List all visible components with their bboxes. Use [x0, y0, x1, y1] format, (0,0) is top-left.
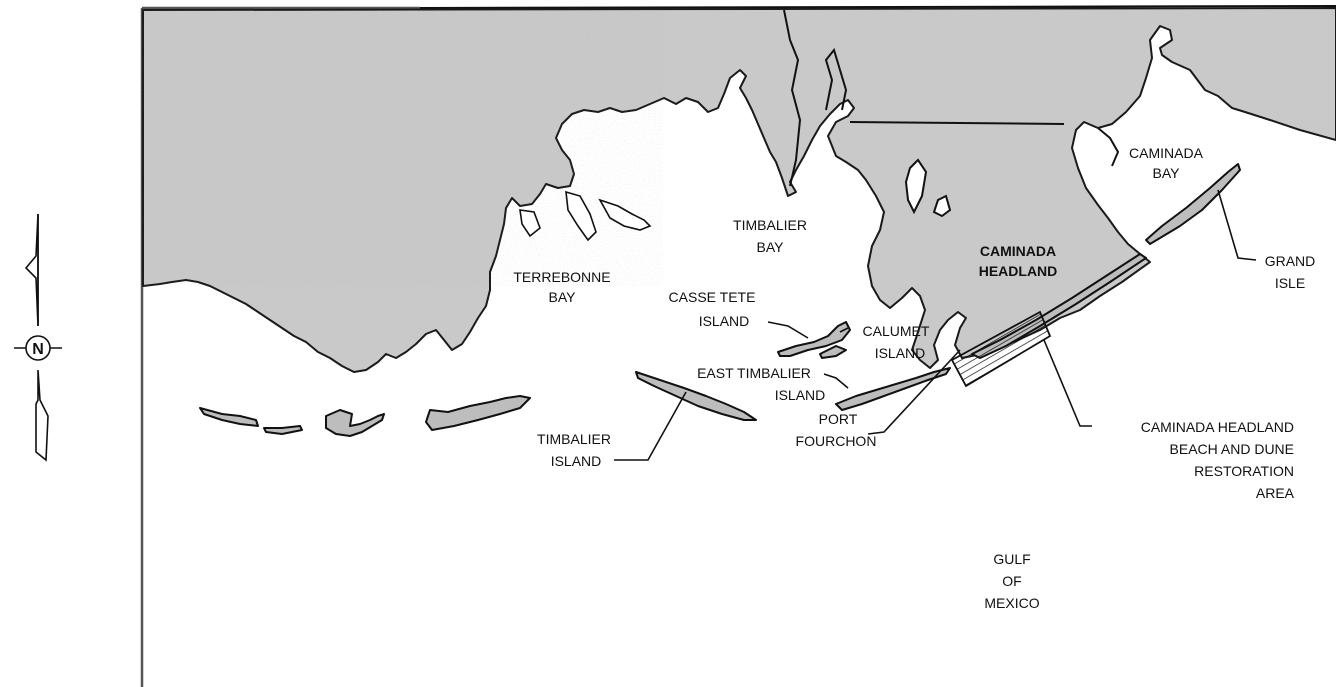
isle-west-1 [199, 407, 259, 427]
isle-west-4 [425, 395, 531, 431]
restoration-area [950, 310, 1052, 388]
grand-isle-shape [1145, 163, 1241, 245]
barrier-islands [199, 321, 951, 437]
isle-west-2 [263, 425, 303, 435]
casse-tete-island-shape [777, 321, 851, 357]
north-arrow-letter: N [32, 341, 44, 358]
calumet-island-shape [819, 345, 847, 359]
marsh-fingers [519, 190, 652, 242]
leader-lines [614, 189, 1257, 461]
mainland-marsh [142, 7, 1336, 373]
bayou-channels [783, 9, 1120, 218]
timbalier-island-shape [635, 371, 757, 421]
isle-west-3 [325, 409, 385, 437]
east-timbalier-island-shape [835, 367, 951, 411]
north-arrow-icon: N [14, 213, 62, 462]
